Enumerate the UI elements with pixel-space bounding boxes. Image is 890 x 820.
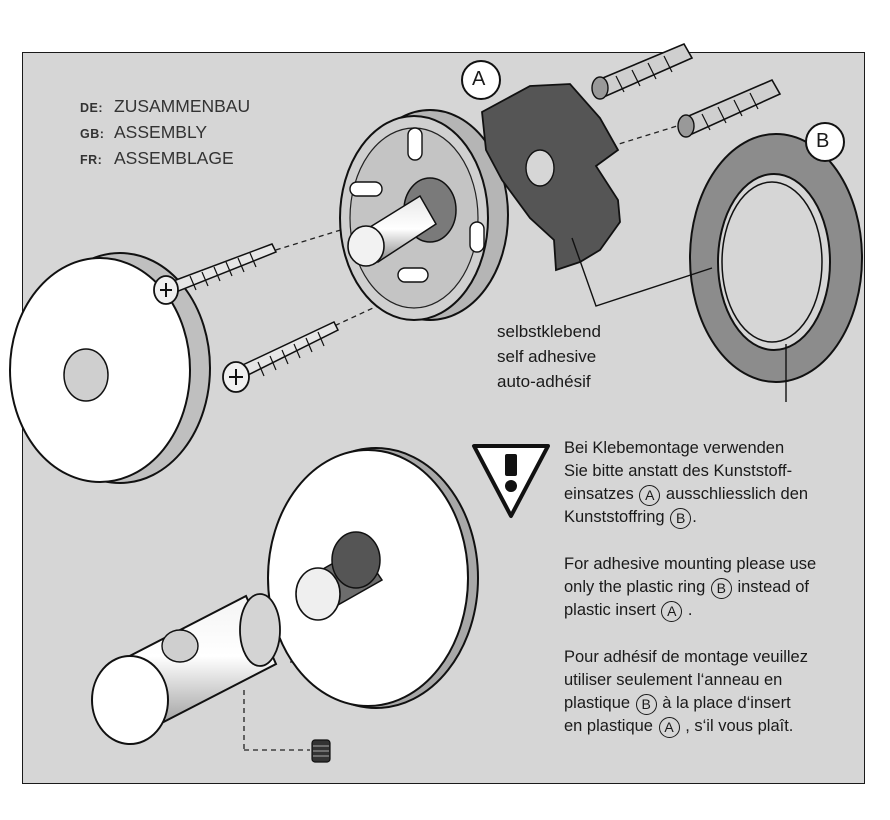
adhesive-label-de: selbstklebend: [497, 322, 601, 341]
title-gb-text: ASSEMBLY: [114, 122, 208, 142]
screw-lower: [222, 321, 340, 393]
title-fr-text: ASSEMBLAGE: [114, 148, 234, 168]
text-span: plastic insert: [564, 601, 656, 619]
note-en-line: For adhesive mounting please use: [564, 555, 817, 573]
cover-rosette: [9, 252, 211, 484]
wall-plug-lower: [677, 78, 782, 138]
plastic-insert-a: [481, 83, 621, 272]
callout-a-circle: [461, 60, 501, 100]
note-fr-line: Pour adhésif de montage veuillez: [564, 648, 808, 666]
note-fr-line: utiliser seulement l‘anneau en: [564, 671, 783, 689]
callout-b-circle: [805, 122, 845, 162]
text-span: .: [687, 601, 693, 619]
grub-screw: [311, 739, 331, 763]
ref-a-badge: A: [639, 485, 661, 506]
note-de-line: Kunststoffring B.: [564, 506, 808, 529]
hook-cylinder: [91, 593, 281, 745]
note-fr-line: en plastique A , s‘il vous plaît.: [564, 715, 808, 738]
note-de: Bei Klebemontage verwenden Sie bitte ans…: [564, 437, 808, 529]
lang-code-gb: GB:: [80, 127, 105, 141]
note-de-line: Sie bitte anstatt des Kunststoff-: [564, 462, 793, 480]
note-de-line: Bei Klebemontage verwenden: [564, 439, 785, 457]
screw-upper: [153, 243, 278, 305]
callout-a-label: A: [472, 68, 486, 90]
text-span: Kunststoffring: [564, 508, 665, 526]
text-span: , s‘il vous plaît.: [685, 717, 794, 735]
ref-a-badge: A: [658, 717, 680, 738]
note-en-line: plastic insert A .: [564, 599, 816, 622]
title-fr: FR: ASSEMBLAGE: [80, 148, 234, 169]
callout-b-label: B: [816, 130, 830, 152]
lang-code-fr: FR:: [80, 153, 103, 167]
adhesive-label-fr: auto-adhésif: [497, 372, 591, 391]
adhesive-label-en: self adhesive: [497, 347, 597, 366]
note-en: For adhesive mounting please use only th…: [564, 553, 816, 622]
note-fr-line: plastique B à la place d‘insert: [564, 692, 808, 715]
text-span: à la place d‘insert: [662, 694, 791, 712]
ref-b-badge: B: [670, 508, 692, 529]
lang-code-de: DE:: [80, 101, 104, 115]
title-de: DE: ZUSAMMENBAU: [80, 96, 250, 117]
text-span: only the plastic ring: [564, 578, 706, 596]
note-fr: Pour adhésif de montage veuillez utilise…: [564, 646, 808, 738]
warning-icon: [472, 444, 550, 518]
mounted-rosette: [267, 447, 479, 709]
ref-b-badge: B: [635, 694, 657, 715]
text-span: plastique: [564, 694, 631, 712]
wall-plug-upper: [591, 42, 694, 100]
text-span: en plastique: [564, 717, 653, 735]
plastic-ring-b: [689, 133, 863, 383]
base-plate: [339, 109, 509, 321]
text-span: .: [692, 508, 697, 526]
text-span: instead of: [737, 578, 809, 596]
note-de-line: einsatzes A ausschliesslich den: [564, 483, 808, 506]
title-de-text: ZUSAMMENBAU: [114, 96, 251, 116]
ref-a-badge: A: [661, 601, 683, 622]
text-span: ausschliesslich den: [665, 485, 809, 503]
text-span: einsatzes: [564, 485, 634, 503]
leader-lines: [571, 237, 787, 402]
ref-b-badge: B: [710, 578, 732, 599]
title-gb: GB: ASSEMBLY: [80, 122, 207, 143]
note-en-line: only the plastic ring B instead of: [564, 576, 816, 599]
